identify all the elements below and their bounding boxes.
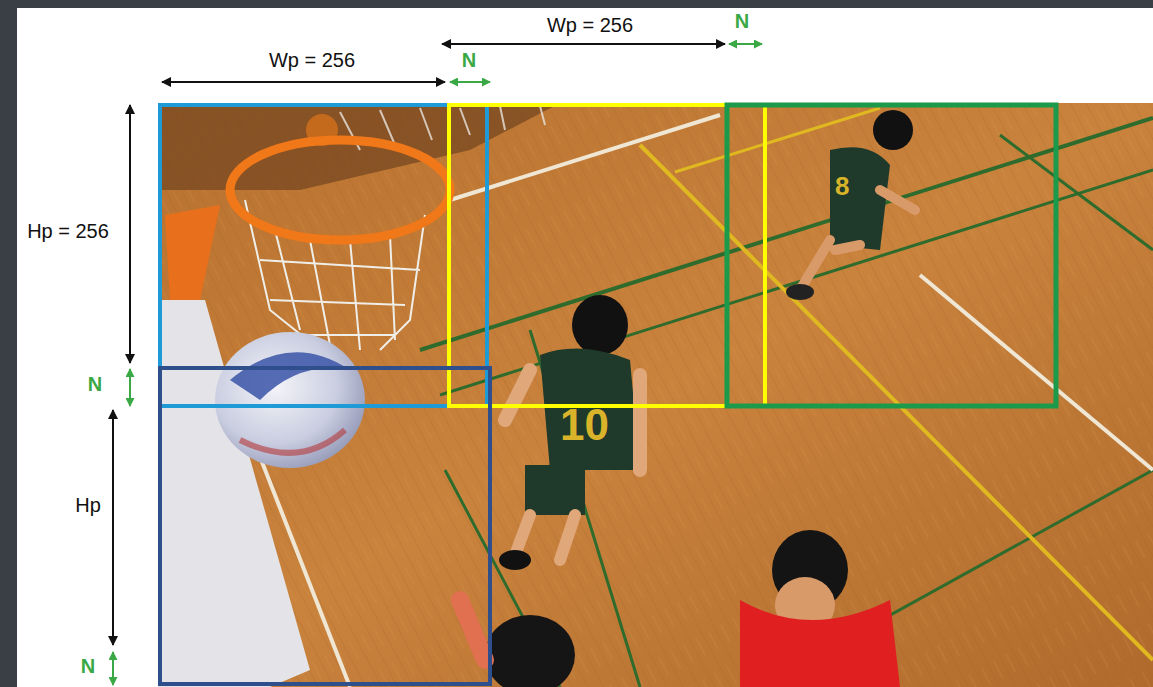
dimension-label: N [735, 10, 749, 32]
dimension-label: Wp = 256 [269, 49, 355, 71]
patch-box [727, 105, 1056, 406]
svg-text:8: 8 [835, 171, 849, 201]
dimension-label: Hp = 256 [27, 220, 109, 242]
dimension-label: N [81, 655, 95, 677]
dimension-label: N [462, 49, 476, 71]
dimension-label: Hp [75, 494, 101, 516]
patch-box [160, 105, 487, 406]
dimension-label: N [88, 373, 102, 395]
dimension-label: Wp = 256 [547, 14, 633, 36]
patch-box [160, 368, 490, 684]
patch-box [449, 105, 765, 406]
